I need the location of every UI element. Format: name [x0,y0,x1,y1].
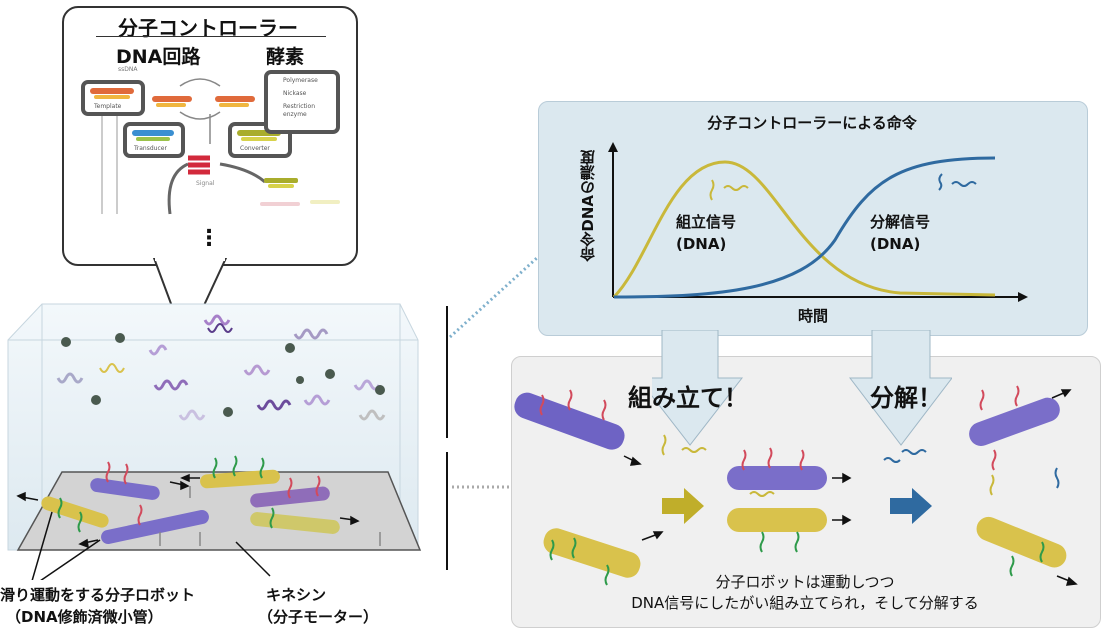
tube-yellow-right [976,516,1067,568]
robot-caption-line1: 分子ロボットは運動しつつ [715,573,895,591]
enzyme-item-polymerase: Polymerase [283,77,318,84]
motor-label-line2: （分子モーター） [258,608,379,626]
dna-circuit-heading: DNA回路 [116,46,201,68]
template-strand [90,88,134,94]
robot-label: 滑り運動をする分子ロボット （DNA修飾済微小管） [0,584,195,628]
chamber [7,303,422,580]
disassemble-curve [613,156,996,299]
assemble-heading: 組み立て！ [628,384,748,412]
signal-strands [188,155,210,175]
assemble-signal-label: 組立信号 (DNA) [676,211,736,255]
plot-area [608,142,1028,302]
converter-label: Converter [240,145,270,152]
enzyme-box [264,70,340,134]
transducer-label: Transducer [134,145,167,152]
ellipsis: ⋮ [198,226,220,251]
x-axis-label: 時間 [798,307,829,325]
tube-yellow-mid [727,508,827,532]
motor-label-line1: キネシン [266,586,327,604]
robot-caption-line2: DNA信号にしたがい組み立てられ，そして分解する [631,594,979,612]
signal-label: Signal [196,180,215,187]
disassemble-signal-line2: (DNA) [870,235,921,253]
tube-purple-right [969,397,1060,446]
command-arrows [652,330,952,446]
template-label: Template [94,103,122,110]
assemble-signal-line1: 組立信号 [676,213,737,231]
enzyme-list: Polymerase Nickase Restriction enzyme [283,77,318,119]
disassemble-process-arrow [890,488,932,524]
robot-caption: 分子ロボットは運動しつつ DNA信号にしたがい組み立てられ，そして分解する [511,572,1099,614]
disassemble-signal-label: 分解信号 (DNA) [870,211,930,255]
divider-lower [446,452,448,570]
robot-label-line1: 滑り運動をする分子ロボット [0,586,196,604]
y-axis-label: 命令DNAの濃度 [579,150,597,262]
assemble-process-arrow [662,488,704,524]
tube-purple-mid [727,466,827,490]
plot-title: 分子コントローラーによる命令 [707,114,917,132]
enzyme-item-nickase: Nickase [283,90,307,97]
robot-scene [514,385,1078,586]
bubble-tail [152,258,228,347]
title-underline [96,36,326,37]
motor-label: キネシン （分子モーター） [258,584,378,628]
dna-circuit-diagram [81,70,340,215]
disassemble-signal-line1: 分解信号 [870,213,931,231]
enzyme-item-restriction: Restriction enzyme [283,103,315,118]
assemble-signal-line2: (DNA) [676,235,727,253]
ssdna-label: ssDNA [118,66,138,73]
assemble-curve [612,160,996,299]
robot-label-line2: （DNA修飾済微小管） [6,608,163,626]
disassemble-heading: 分解！ [870,384,942,412]
tube-yellow-left [543,528,641,578]
divider-upper [446,306,448,438]
robot-panel [511,356,1101,628]
enzyme-heading: 酵素 [266,46,305,68]
